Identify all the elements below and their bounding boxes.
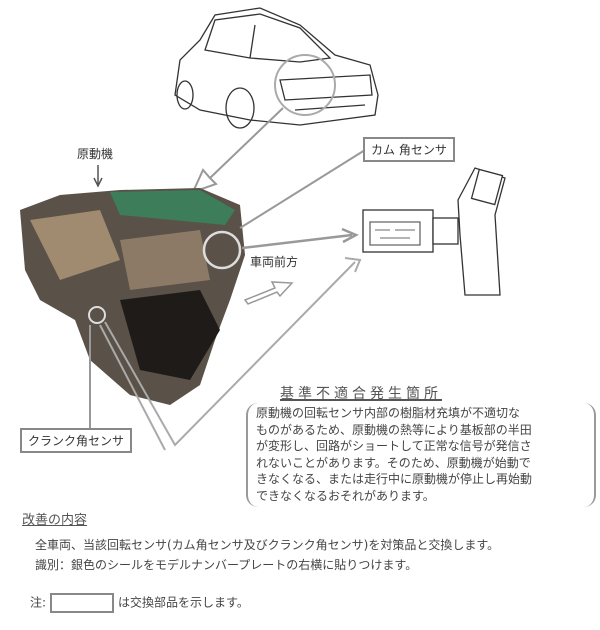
arrow-car-to-engine bbox=[191, 107, 284, 194]
crank-lines bbox=[99, 257, 362, 451]
arrow-to-sensor bbox=[241, 227, 359, 250]
crank-sensor-circle bbox=[88, 306, 106, 324]
note: 注: は交換部品を示します。 bbox=[30, 593, 249, 613]
engine-label: 原動機 bbox=[77, 147, 114, 161]
crank-sensor-label: クランク角センサ bbox=[20, 428, 133, 453]
defect-line: が変形し、回路がショートして正常な信号が発信さ bbox=[256, 439, 532, 453]
note-suffix: は交換部品を示します。 bbox=[118, 595, 249, 610]
improvement-line-1: 全車両、当該回転センサ(カム角センサ及びクランク角センサ)を対策品と交換します。 bbox=[35, 538, 500, 552]
cam-label-line bbox=[239, 149, 366, 229]
defect-description: 原動機の回転センサ内部の樹脂材充填が不適切な ものがあるため、原動機の熱等により… bbox=[246, 403, 596, 507]
engine-location-circle bbox=[274, 54, 336, 116]
sensor-illustration bbox=[362, 167, 506, 296]
note-prefix: 注: bbox=[30, 595, 47, 610]
replacement-part-legend-box bbox=[50, 593, 115, 613]
improvement-heading: 改善の内容 bbox=[22, 513, 88, 528]
engine-illustration bbox=[20, 188, 245, 405]
defect-heading: 基準不適合発生箇所 bbox=[280, 386, 442, 402]
defect-line: ものがあるため、原動機の熱等により基板部の半田 bbox=[256, 422, 532, 437]
cam-sensor-label: カム 角センサ bbox=[363, 137, 455, 162]
defect-line: きなくなる、または走行中に原動機が停止し再始動 bbox=[256, 472, 533, 486]
vehicle-front-arrow bbox=[243, 281, 294, 305]
vehicle-front-label: 車両前方 bbox=[250, 255, 299, 269]
cam-sensor-circle bbox=[202, 230, 242, 270]
defect-line: れないことがあります。そのため、原動機が始動で bbox=[256, 455, 531, 470]
car-illustration bbox=[174, 7, 379, 129]
improvement-line-2: 識別：銀色のシールをモデルナンバープレートの右横に貼りつけます。 bbox=[35, 558, 418, 572]
defect-line: できなくなるおそれがあります。 bbox=[256, 488, 435, 503]
defect-line: 原動機の回転センサ内部の樹脂材充填が不適切な bbox=[256, 406, 521, 420]
arrow-engine-label bbox=[93, 165, 103, 188]
